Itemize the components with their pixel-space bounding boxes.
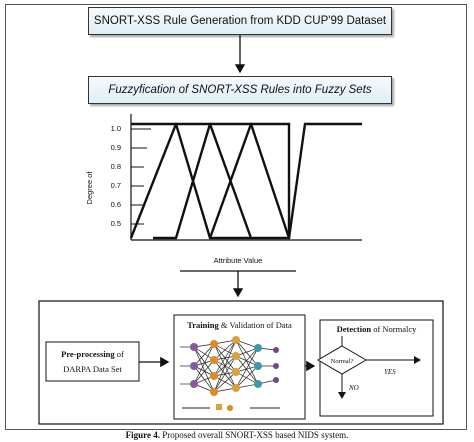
membership-curve-1: [129, 122, 253, 239]
preprocessing-title: Pre-processing of: [61, 349, 124, 359]
caption-text: Proposed overall SNORT-XSS based NIDS sy…: [159, 430, 349, 440]
caption-figure-label: Figure 4.: [125, 430, 160, 440]
rule-generation-banner: SNORT-XSS Rule Generation from KDD CUP'9…: [88, 7, 392, 35]
membership-curve-high: [251, 122, 362, 240]
y-tick-label: 0.7: [111, 181, 121, 190]
membership-curve-2: [153, 122, 291, 240]
preprocessing-bold: Pre-processing: [61, 349, 115, 359]
detection-rest: of Normalcy: [371, 324, 417, 334]
y-axis-label: Degree of: [85, 171, 94, 205]
x-axis-label: Attribute Value: [214, 256, 263, 265]
membership-functions: [129, 122, 362, 240]
preprocessing-box: [45, 341, 140, 382]
detection-title: Detection of Normalcy: [337, 324, 418, 334]
preprocessing-rest: of: [115, 349, 124, 359]
training-rest: & Validation of Data: [219, 320, 292, 330]
y-tick-label: 0.9: [111, 143, 121, 152]
y-tick-label: 0.8: [111, 162, 121, 171]
decision-label: Normal?: [331, 358, 354, 365]
neural-network-illustration: [180, 336, 280, 411]
y-tick-label: 0.6: [111, 200, 121, 209]
fuzzyfication-text: Fuzzyfication of SNORT-XSS Rules into Fu…: [108, 84, 372, 96]
detection-bold: Detection: [337, 324, 372, 334]
training-bold: Training: [187, 320, 219, 330]
no-label: NO: [348, 384, 359, 392]
fuzzyfication-banner: Fuzzyfication of SNORT-XSS Rules into Fu…: [88, 76, 392, 104]
yes-label: YES: [384, 368, 396, 376]
membership-curve-low: [131, 122, 251, 240]
training-title: Training & Validation of Data: [187, 320, 292, 330]
figure-caption: Figure 4. Proposed overall SNORT-XSS bas…: [0, 430, 474, 440]
rule-generation-text: SNORT-XSS Rule Generation from KDD CUP'9…: [93, 15, 387, 27]
y-tick-label: 0.5: [111, 219, 121, 228]
membership-curve-3: [208, 122, 291, 239]
preprocessing-subtitle: DARPA Data Set: [63, 364, 122, 374]
y-tick-label: 1.0: [111, 124, 121, 133]
